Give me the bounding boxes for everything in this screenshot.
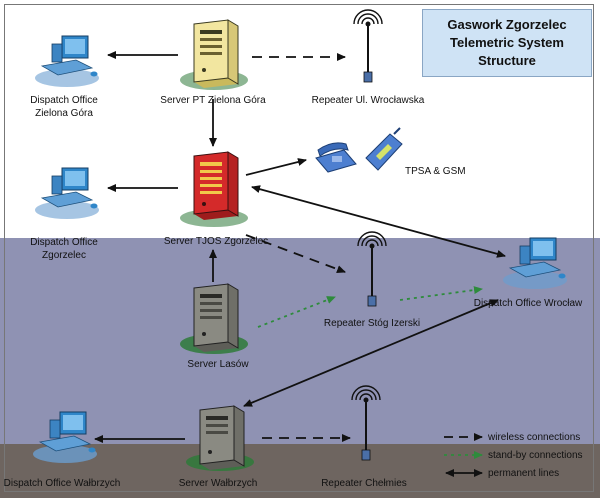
title-line-2: Telemetric System (450, 35, 564, 50)
computer-icon (35, 167, 99, 219)
line-stog-standby-wroclaw (399, 286, 483, 301)
title-box: Gaswork Zgorzelec Telemetric System Stru… (422, 9, 592, 77)
title-line-3: Structure (478, 53, 536, 68)
diagram-frame (4, 4, 594, 492)
antenna-icon (357, 231, 387, 307)
server-lasow-label: Server Lasów (187, 359, 249, 370)
dispatch-zgorzelec-label-line2: Zgorzelec (42, 250, 86, 261)
title-line-1: Gaswork Zgorzelec (447, 17, 567, 32)
antenna-icon (353, 9, 383, 83)
server-tjos-label: Server TJOS Zgorzelec (164, 236, 268, 247)
tpsa-gsm-label: TPSA & GSM (405, 166, 466, 177)
server-icon (180, 283, 248, 354)
server-icon (180, 19, 248, 90)
server-icon (180, 151, 248, 227)
computer-icon (503, 237, 567, 289)
line-tjos-to-tpsa (245, 158, 307, 176)
dispatch-zgorzelec-label-line1: Dispatch Office (30, 237, 98, 248)
server-walbrzych-label: Server Wałbrzych (179, 478, 258, 489)
dispatch-walbrzych-label: Dispatch Office Wałbrzych (4, 478, 121, 489)
connections (94, 51, 506, 443)
server-icon (186, 405, 254, 471)
line-walbrzych-wroclaw-permanent (243, 299, 499, 407)
dispatch-zielona-gora-label-line2: Zielona Góra (35, 108, 93, 119)
desk-phone-icon (315, 142, 357, 173)
line-tjos-to-repeater-stog (245, 234, 346, 273)
legend-permanent-label: permanent lines (488, 468, 559, 479)
antenna-icon (351, 385, 381, 461)
computer-icon (33, 411, 97, 463)
mobile-phone-icon (365, 127, 403, 171)
legend-wireless-label: wireless connections (487, 432, 580, 443)
legend: wireless connections stand-by connection… (444, 432, 583, 479)
background-band-bottom (0, 444, 600, 498)
line-tjos-wroclaw-permanent (251, 185, 506, 258)
repeater-wroclawska-label: Repeater Ul. Wrocławska (312, 95, 425, 106)
dispatch-zielona-gora-label-line1: Dispatch Office (30, 95, 98, 106)
repeater-stog-label: Repeater Stóg Izerski (324, 318, 420, 329)
legend-standby-label: stand-by connections (488, 450, 583, 461)
server-pt-label: Server PT Zielona Góra (160, 95, 266, 106)
computer-icon (35, 35, 99, 87)
repeater-chelmies-label: Repeater Chełmies (321, 478, 407, 489)
dispatch-wroclaw-label: Dispatch Office Wrocław (474, 298, 583, 309)
